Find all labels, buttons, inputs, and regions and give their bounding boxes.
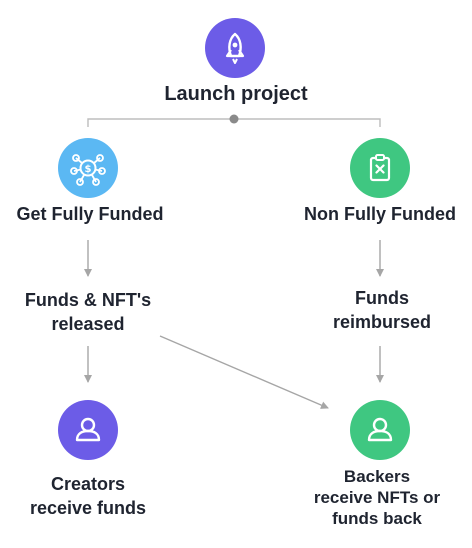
split-dot (229, 114, 239, 124)
backers-user-icon (350, 400, 410, 460)
funds-released-line-2: released (51, 314, 125, 334)
clipboard-x-icon (350, 138, 410, 198)
backers-line-3: funds back (332, 509, 422, 528)
non-fully-funded-label: Non Fully Funded (304, 204, 456, 224)
funds-released-line-1: Funds & NFT's (24, 290, 152, 310)
backers-label: Backers receive NFTs or funds back (314, 466, 440, 529)
launch-project-label: Launch project (164, 83, 308, 105)
creators-label: Creators receive funds (30, 472, 146, 520)
funds-reimbursed-line-1: Funds (354, 288, 409, 308)
creators-line-1: Creators (50, 474, 126, 494)
funding-network-icon: $ (58, 138, 118, 198)
funds-reimbursed-line-2: reimbursed (332, 312, 432, 332)
backers-line-2: receive NFTs or (313, 488, 441, 507)
funds-released-label: Funds & NFT's released (25, 288, 151, 336)
funds-reimbursed-label: Funds reimbursed (333, 286, 431, 334)
backers-line-1: Backers (343, 467, 411, 486)
arrow-released-to-backers (159, 335, 329, 409)
svg-text:$: $ (85, 164, 92, 175)
get-fully-funded-label: Get Fully Funded (16, 204, 164, 224)
creators-line-2: receive funds (29, 498, 147, 518)
creators-user-icon (58, 400, 118, 460)
rocket-icon (205, 18, 265, 78)
